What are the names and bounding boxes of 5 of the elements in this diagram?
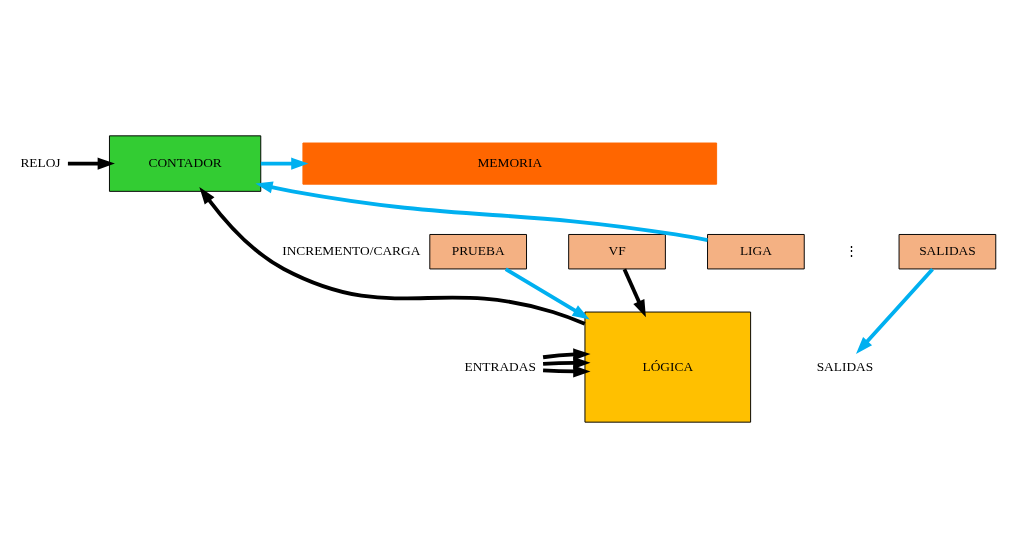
node-text: ENTRADAS — [464, 358, 536, 374]
node-text: SALIDAS — [816, 358, 874, 374]
edge-label: INCREMENTO/CARGA — [282, 243, 421, 259]
label: ⋮ — [845, 243, 859, 259]
node-text: RELOJ — [20, 155, 61, 171]
